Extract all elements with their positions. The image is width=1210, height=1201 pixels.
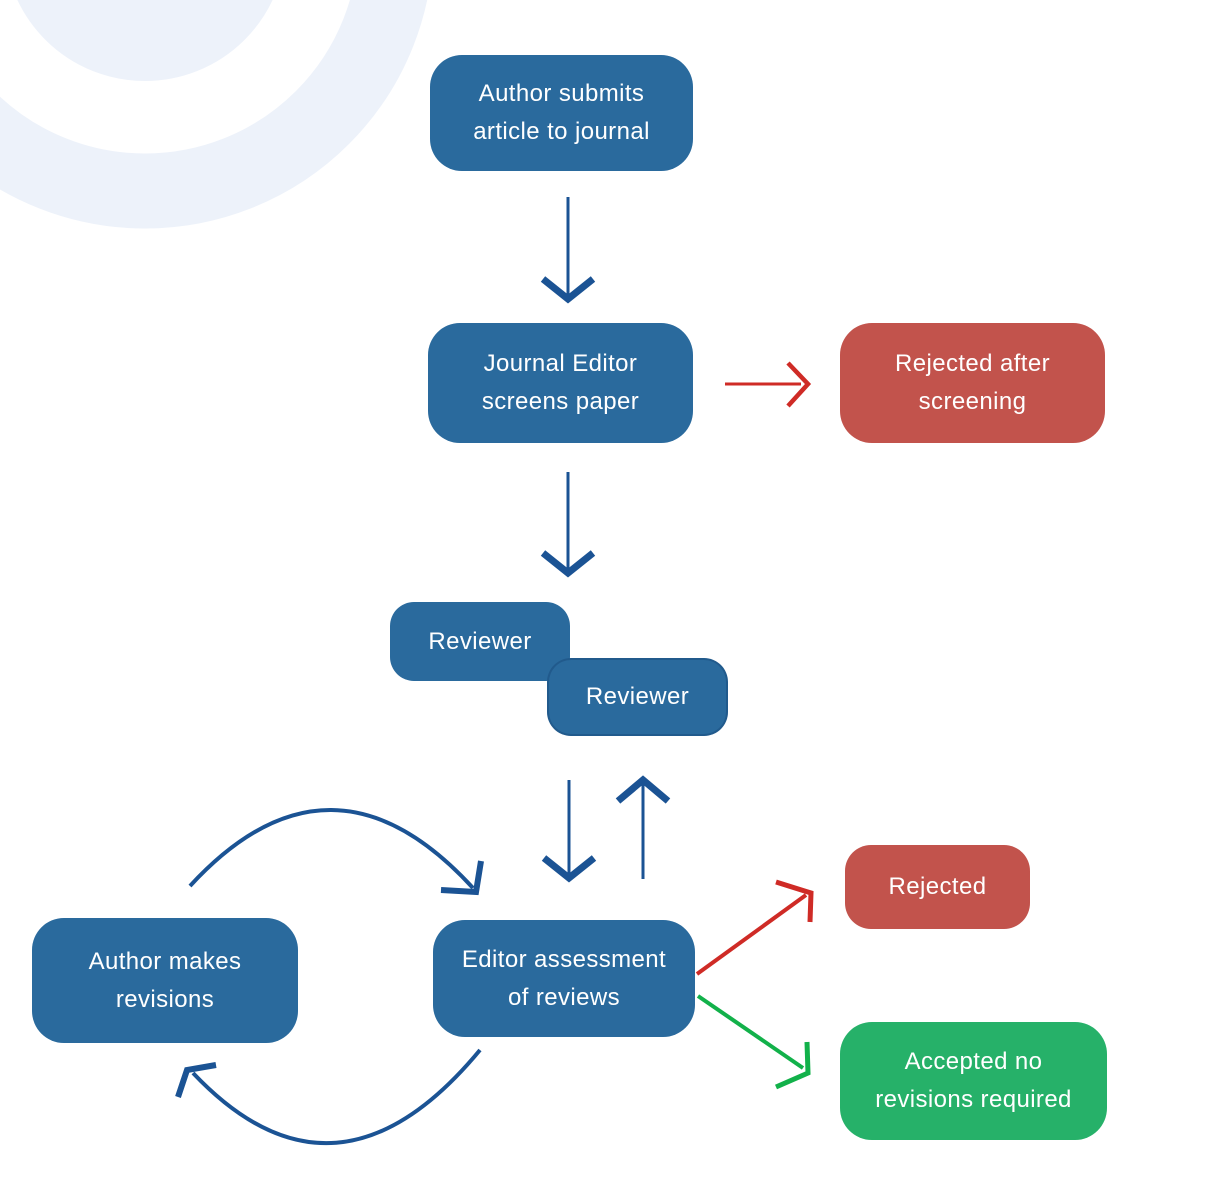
arrow-assessment-to-reviewers	[615, 775, 671, 879]
arrow-reviewers-to-assessment	[541, 780, 597, 883]
node-author-revisions: Author makes revisions	[32, 918, 298, 1043]
node-author-submits: Author submits article to journal	[430, 55, 693, 171]
node-accepted: Accepted no revisions required	[840, 1022, 1107, 1140]
node-editor-assessment: Editor assessment of reviews	[433, 920, 695, 1037]
node-editor-screens: Journal Editor screens paper	[428, 323, 693, 443]
decorative-rings	[0, 0, 428, 229]
node-reviewer-1: Reviewer	[390, 602, 570, 681]
arrow-screening-to-rejected	[725, 361, 812, 408]
arrow-revisions-to-assessment-arc	[188, 808, 484, 896]
node-rejected-after-screening: Rejected after screening	[840, 323, 1105, 443]
node-reviewer-2: Reviewer	[547, 658, 728, 736]
arrow-assessment-to-accepted	[696, 994, 811, 1090]
arrow-assessment-to-revisions-arc	[175, 1048, 482, 1146]
arrow-screening-to-reviewers	[540, 472, 596, 578]
node-rejected: Rejected	[845, 845, 1030, 929]
arrow-submit-to-screening	[540, 197, 596, 304]
arrow-assessment-to-rejected	[695, 879, 814, 976]
